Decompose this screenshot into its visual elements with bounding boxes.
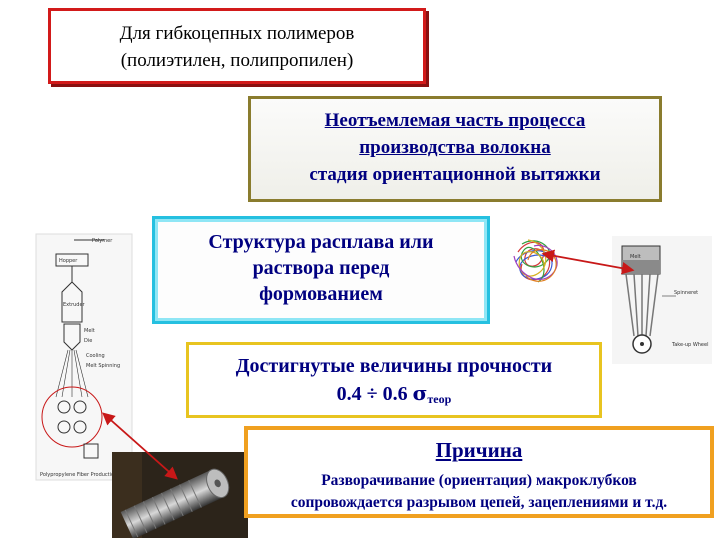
- box2-line1: Неотъемлемая часть процесса: [324, 110, 586, 131]
- box3-line1: Структура расплава или: [208, 231, 434, 253]
- label-melt-right: Melt: [630, 254, 641, 260]
- label-melt: Melt: [84, 328, 95, 334]
- sigma-symbol: σ: [412, 381, 428, 405]
- reason-title: Причина: [435, 438, 523, 462]
- box1-line1: Для гибкоцепных полимеров: [119, 23, 355, 44]
- box1-line2: (полиэтилен, полипропилен): [120, 50, 354, 71]
- label-take-up-wheel: Take-up Wheel: [671, 342, 708, 348]
- reason-description: Разворачивание (ориентация) макроклубков…: [248, 470, 710, 514]
- label-hopper: Hopper: [59, 258, 78, 264]
- box3-line2: раствора перед: [252, 257, 390, 279]
- label-die: Die: [84, 338, 92, 344]
- reason-box: Причина Разворачивание (ориентация) макр…: [244, 426, 714, 518]
- flexible-chain-polymers-box: Для гибкоцепных полимеров (полиэтилен, п…: [48, 8, 426, 84]
- reason-line1: Разворачивание (ориентация) макроклубков: [321, 472, 637, 489]
- label-polymer: Polymer: [92, 238, 113, 244]
- arrow-icon: [102, 412, 178, 480]
- arrow-icon: [541, 249, 635, 275]
- box2-line2: производства волокна: [359, 137, 551, 158]
- label-extruder: Extruder: [63, 302, 86, 308]
- box2-line3: стадия ориентационной вытяжки: [309, 164, 601, 185]
- box4-value: 0.4 ÷ 0.6: [336, 383, 408, 405]
- label-pp-fiber: Polypropylene Fiber Production: [40, 472, 117, 478]
- achieved-strength-box: Достигнутые величины прочности 0.4 ÷ 0.6…: [186, 342, 602, 418]
- box4-value-line: 0.4 ÷ 0.6 σтеор: [189, 380, 599, 413]
- label-cooling: Cooling: [86, 353, 105, 359]
- box4-line1: Достигнутые величины прочности: [235, 355, 553, 377]
- melt-spinning-diagram: Polymer Hopper Extruder Melt Die Cooling…: [35, 233, 133, 481]
- melt-structure-box: Структура расплава или раствора перед фо…: [152, 216, 490, 324]
- orientation-drawing-box: Неотъемлемая часть процесса производства…: [248, 96, 662, 202]
- box3-line3: формованием: [259, 283, 383, 305]
- sigma-subscript: теор: [427, 392, 452, 406]
- label-spinneret: Spinneret: [674, 290, 698, 296]
- label-melt-spinning: Melt Spinning: [86, 363, 120, 369]
- reason-line2: сопровождается разрывом цепей, зацеплени…: [290, 494, 668, 511]
